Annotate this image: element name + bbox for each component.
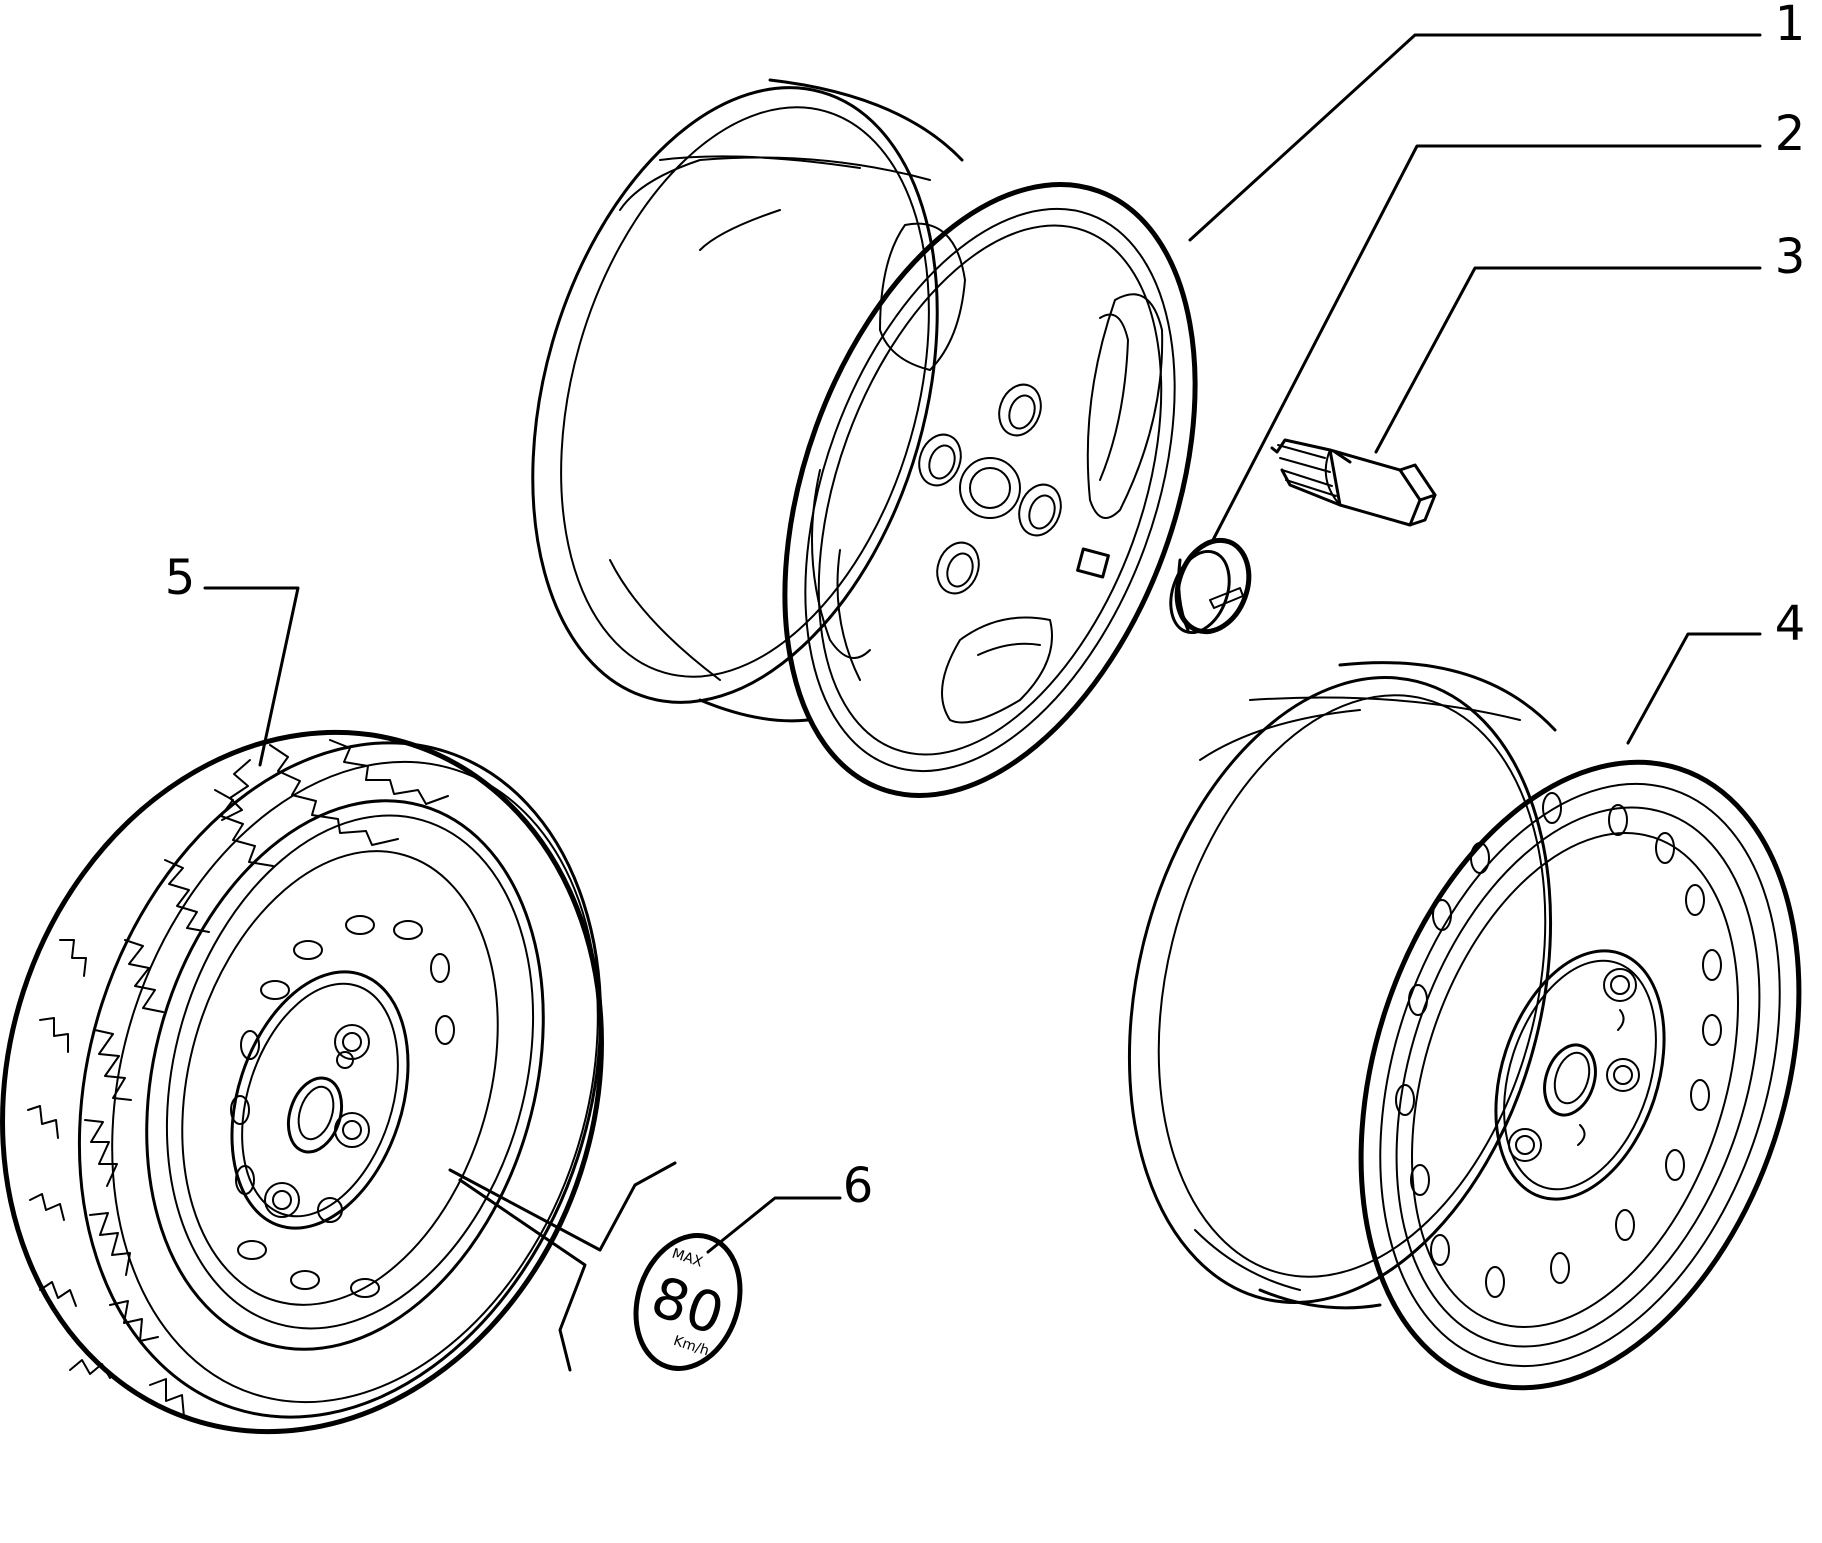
spare-wheel-tyre [0,729,677,1435]
callout-number-4: 4 [1775,596,1806,652]
leader-1 [1188,33,1762,242]
callout-number-3: 3 [1775,229,1806,285]
leader-4 [1626,632,1762,745]
center-cap [1169,537,1252,635]
leader-3 [1374,266,1762,454]
wheel-bolt [1270,438,1437,527]
speed-label-max: MAX [670,1246,705,1271]
leader-5 [203,586,300,767]
speed-limit-label: MAX 80 Km/h [633,1233,743,1371]
callout-numbers: 1 2 3 4 5 6 [165,0,1806,1214]
callout-number-2: 2 [1775,106,1806,162]
callout-number-5: 5 [165,550,196,606]
callout-leaders [203,33,1762,1254]
leader-2 [1211,144,1762,542]
callout-number-1: 1 [1775,0,1806,52]
leader-6 [706,1196,842,1254]
alloy-wheel [531,78,1198,798]
callout-number-6: 6 [843,1158,874,1214]
steel-wheel [1127,661,1802,1391]
